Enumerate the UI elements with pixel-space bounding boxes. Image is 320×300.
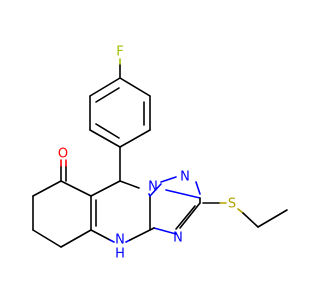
atom-label-nitrogen: N xyxy=(148,180,158,195)
cyclohexanone-ring xyxy=(32,159,92,248)
bond xyxy=(32,180,62,197)
bond xyxy=(242,212,259,228)
atom-label-fluorine: F xyxy=(116,45,123,60)
pyrimidine-ring xyxy=(90,180,151,243)
bond-nitrogen xyxy=(160,176,177,183)
bond-nitrogen xyxy=(109,239,115,243)
bond-nitrogen xyxy=(195,181,201,195)
bond-nitrogen xyxy=(165,189,201,199)
bond xyxy=(119,77,151,97)
bond-nitrogen xyxy=(153,227,177,235)
atom-label-oxygen: O xyxy=(58,147,68,162)
fluorophenyl-ring xyxy=(89,58,151,148)
bond xyxy=(149,227,155,231)
molecule-structure: F O N N N N H S xyxy=(32,45,288,262)
bond xyxy=(90,229,111,241)
ethylthio-chain xyxy=(202,202,288,228)
bond xyxy=(90,180,121,197)
bond xyxy=(32,229,62,248)
bond-sulfur xyxy=(237,208,244,214)
bond-aromatic xyxy=(95,123,120,139)
bond xyxy=(257,209,288,228)
bond xyxy=(119,129,151,148)
bond xyxy=(179,202,201,229)
atom-label-nitrogen: N xyxy=(173,231,183,246)
bond xyxy=(60,180,92,197)
bond xyxy=(129,229,151,241)
atom-label-amine-nitrogen: N xyxy=(115,233,125,248)
bond-aromatic xyxy=(95,87,120,103)
bond xyxy=(60,229,92,248)
triazole-ring xyxy=(149,176,201,235)
bond-double xyxy=(175,205,196,230)
bond xyxy=(89,77,121,97)
bond-nitrogen xyxy=(149,183,162,197)
atom-label-amine-hydrogen: H xyxy=(115,247,125,262)
bond xyxy=(89,129,121,148)
atom-label-nitrogen: N xyxy=(180,170,190,185)
atom-label-sulfur: S xyxy=(228,197,236,212)
bond xyxy=(119,180,140,189)
